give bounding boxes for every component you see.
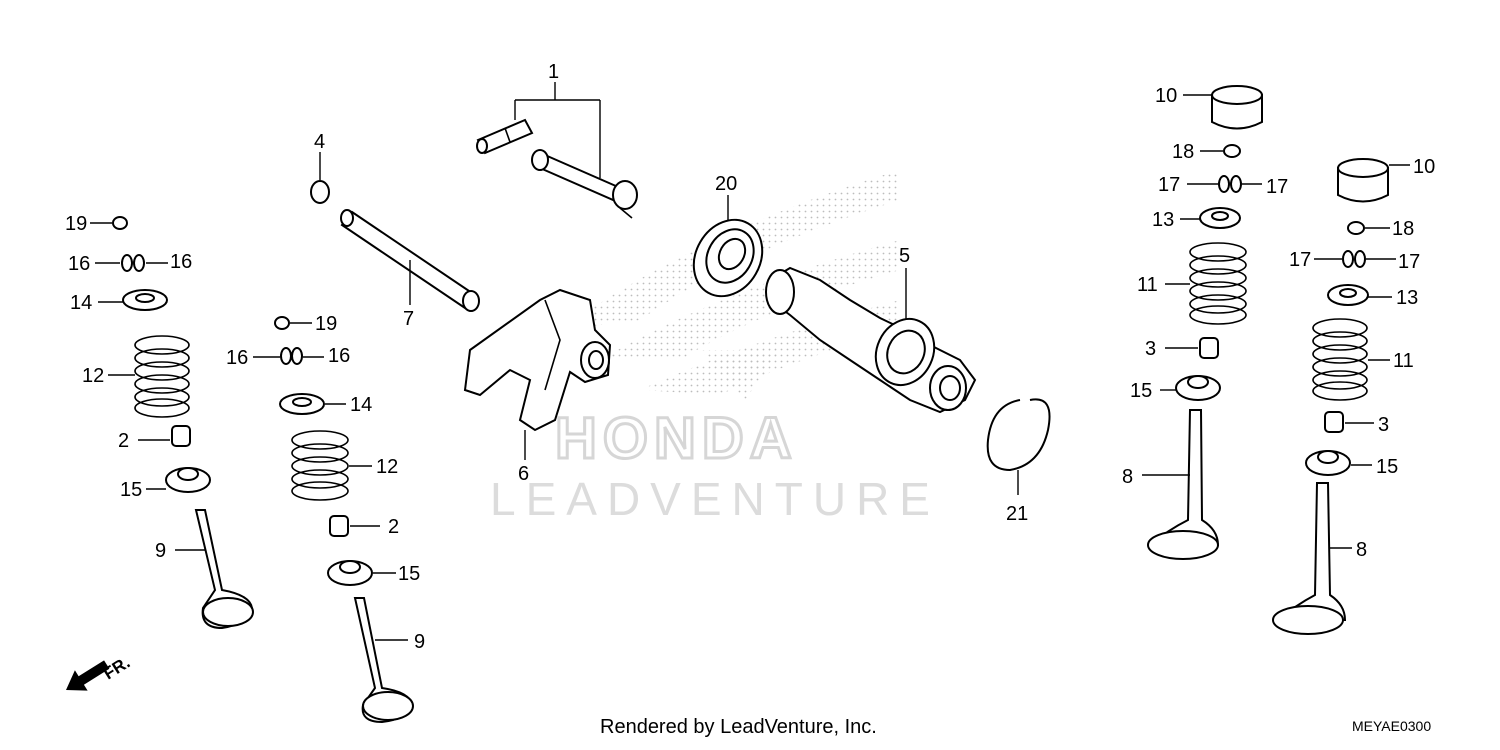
rocker-arm [463, 288, 612, 432]
callout-12b: 12 [376, 456, 398, 478]
rocker-pin [340, 209, 480, 312]
callout-19b: 19 [315, 313, 337, 335]
snap-ring [986, 398, 1051, 472]
callout-8b: 8 [1356, 539, 1367, 561]
valve-seal-2-left [171, 425, 191, 447]
cotters-16-left2 [280, 347, 303, 365]
front-label: FR. [100, 653, 133, 684]
shim-18-right [1223, 144, 1241, 158]
callout-15c: 15 [1130, 380, 1152, 402]
valve-seal-2-left2 [329, 515, 349, 537]
callout-15a: 15 [120, 479, 142, 501]
callout-3b: 3 [1378, 414, 1389, 436]
callout-9b: 9 [414, 631, 425, 653]
callout-15b: 15 [398, 563, 420, 585]
callout-14a: 14 [70, 292, 92, 314]
callout-20: 20 [715, 173, 737, 195]
callout-17d: 17 [1398, 251, 1420, 273]
spring-retainer-13-right [1199, 207, 1241, 229]
rocker-shaft-long [531, 149, 638, 219]
callout-16b: 16 [170, 251, 192, 273]
front-direction-arrow [66, 660, 110, 691]
callout-17a: 17 [1158, 174, 1180, 196]
callout-11b: 11 [1393, 350, 1414, 372]
callout-16d: 16 [328, 345, 350, 367]
valve-seal-3-right [1199, 337, 1219, 359]
callout-10a: 10 [1155, 85, 1177, 107]
intake-valve-8-right [1147, 409, 1220, 560]
callout-14b: 14 [350, 394, 372, 416]
callout-18a: 18 [1172, 141, 1194, 163]
spring-seat-15-right2 [1305, 450, 1351, 476]
callout-7: 7 [403, 308, 414, 330]
footer-credit: Rendered by LeadVenture, Inc. [600, 716, 877, 738]
callout-9a: 9 [155, 540, 166, 562]
spring-seat-15-left [165, 467, 211, 493]
spring-retainer-13-right2 [1327, 284, 1369, 306]
callout-15d: 15 [1376, 456, 1398, 478]
valve-spring-12-left2 [291, 430, 349, 501]
valve-spring-11-right [1189, 242, 1247, 325]
callout-10b: 10 [1413, 156, 1435, 178]
callout-3a: 3 [1145, 338, 1156, 360]
diagram-code: MEYAE0300 [1352, 718, 1432, 734]
callout-16a: 16 [68, 253, 90, 275]
callout-16c: 16 [226, 347, 248, 369]
exhaust-valve-9-left2 [353, 597, 414, 724]
callout-21: 21 [1006, 503, 1028, 525]
cotter-19-left [112, 216, 128, 230]
callout-2a: 2 [118, 430, 129, 452]
spring-seat-15-left2 [327, 560, 373, 586]
callout-13b: 13 [1396, 287, 1418, 309]
callout-11a: 11 [1137, 274, 1158, 296]
circlip-small [310, 180, 330, 204]
intake-valve-8-right2 [1272, 482, 1347, 635]
cotter-19-left2 [274, 316, 290, 330]
cotters-16-left [121, 254, 145, 272]
callout-1: 1 [548, 61, 559, 83]
callout-4: 4 [314, 131, 325, 153]
callout-19a: 19 [65, 213, 87, 235]
callout-13a: 13 [1152, 209, 1174, 231]
callout-8a: 8 [1122, 466, 1133, 488]
callout-18b: 18 [1392, 218, 1414, 240]
valve-lifter-10-right [1211, 85, 1263, 130]
callout-6: 6 [518, 463, 529, 485]
callout-17c: 17 [1289, 249, 1311, 271]
callout-2b: 2 [388, 516, 399, 538]
rocker-shaft-short [476, 118, 534, 155]
exhaust-valve-9-left [194, 509, 254, 630]
spring-retainer-14-left [122, 289, 168, 311]
spring-seat-15-right [1175, 375, 1221, 401]
valve-spring-11-right2 [1312, 318, 1368, 401]
spring-retainer-14-left2 [279, 393, 325, 415]
valve-seal-3-right2 [1324, 411, 1344, 433]
callout-12a: 12 [82, 365, 104, 387]
camshaft [765, 266, 977, 414]
watermark-brand: HONDA [555, 406, 798, 471]
watermark-name: LEADVENTURE [490, 473, 940, 525]
cotters-17-right2 [1342, 250, 1366, 268]
valve-spring-12-left [134, 335, 190, 418]
valve-lifter-10-right2 [1337, 158, 1389, 203]
shim-18-right2 [1347, 221, 1365, 235]
cotters-17-right [1218, 175, 1242, 193]
callout-17b: 17 [1266, 176, 1288, 198]
camshaft-bearing [692, 218, 764, 298]
callout-5: 5 [899, 245, 910, 267]
leader-1 [514, 82, 601, 178]
